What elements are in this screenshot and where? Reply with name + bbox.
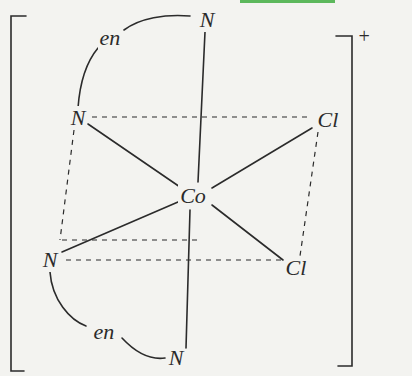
bond bbox=[62, 202, 178, 252]
atom-label: N bbox=[69, 106, 88, 130]
bond bbox=[186, 210, 190, 348]
bond bbox=[88, 124, 180, 187]
atom-label: N bbox=[198, 8, 217, 32]
en-chain bbox=[50, 272, 86, 326]
en-chain bbox=[78, 48, 98, 108]
bond bbox=[212, 205, 283, 260]
paper-edge bbox=[240, 0, 335, 3]
atom-label: Cl bbox=[316, 108, 341, 132]
en-chain bbox=[122, 338, 165, 358]
bond bbox=[198, 32, 205, 182]
octahedron-edge bbox=[60, 130, 74, 240]
bond bbox=[212, 128, 312, 188]
octahedron-edge bbox=[62, 239, 200, 240]
atom-label: Cl bbox=[284, 256, 309, 280]
octahedron-edge bbox=[92, 116, 310, 117]
octahedron-edge bbox=[66, 259, 282, 260]
right-bracket bbox=[336, 36, 352, 366]
octahedron-edge bbox=[300, 132, 318, 256]
atom-label: N bbox=[167, 346, 186, 370]
left-bracket bbox=[11, 16, 26, 371]
ligand-label: en bbox=[92, 320, 117, 344]
metal-label: Co bbox=[178, 184, 208, 208]
en-chain bbox=[124, 16, 190, 30]
ligand-label: en bbox=[98, 26, 123, 50]
atom-label: N bbox=[41, 248, 60, 272]
charge-label: + bbox=[355, 25, 373, 47]
